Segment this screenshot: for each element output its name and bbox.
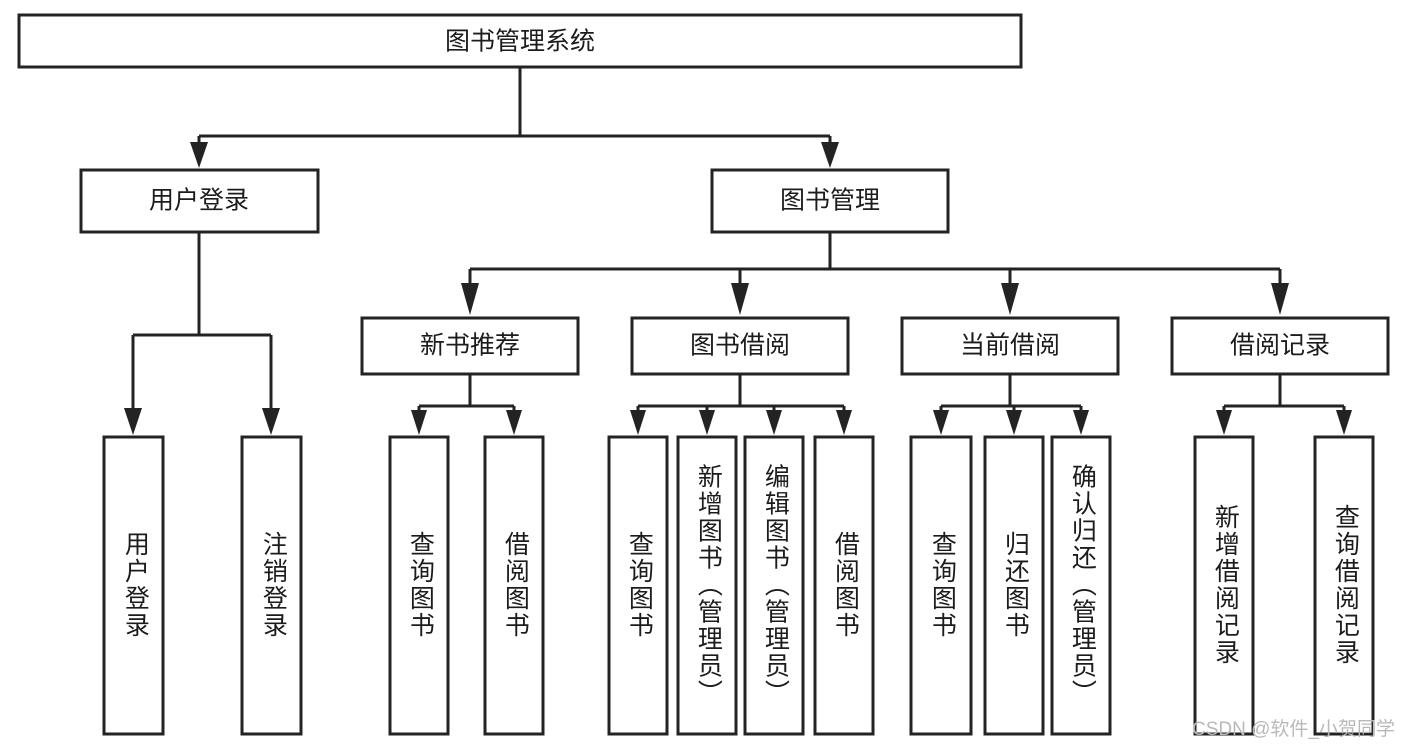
node-leaf-borrow-book-2[interactable]: 借阅图书 (813, 435, 875, 736)
node-leaf-add-record-box[interactable] (1193, 435, 1255, 736)
arrow-head-leaf-query-book-2 (630, 410, 646, 435)
node-book-borrow[interactable]: 图书借阅 (630, 316, 850, 376)
arrow-head-leaf-confirm-return (1073, 410, 1089, 435)
node-new-book-rec[interactable]: 新书推荐 (360, 316, 580, 376)
node-book-manage-box[interactable] (710, 168, 950, 234)
arrow-head-leaf-return-book (1006, 410, 1022, 435)
node-new-book-rec-box[interactable] (360, 316, 580, 376)
node-leaf-confirm-return[interactable]: 确认归还（管理员） (1050, 435, 1112, 736)
arrow-head-leaf-query-book-3 (933, 410, 949, 435)
connector-layer (124, 67, 1352, 435)
arrow-head-leaf-borrow-book-2 (836, 410, 852, 435)
arrow-head-leaf-add-book (699, 410, 715, 435)
node-leaf-add-book[interactable]: 新增图书（管理员） (676, 435, 738, 736)
arrow-head-leaf-user-login (124, 408, 142, 435)
node-leaf-query-book-2-box[interactable] (607, 435, 669, 736)
arrow-head-user-login (190, 142, 208, 168)
node-leaf-logout-label: 注销登录 (259, 531, 288, 639)
node-user-login-label: 用户登录 (149, 187, 249, 215)
node-root-box[interactable] (17, 13, 1023, 69)
arrow-head-new-book-rec (461, 283, 479, 315)
arrow-head-book-borrow (731, 283, 749, 315)
arrow-head-leaf-borrow-book-1 (506, 410, 522, 435)
node-book-borrow-label: 图书借阅 (690, 332, 790, 360)
arrow-head-leaf-logout (262, 408, 280, 435)
node-leaf-add-record[interactable]: 新增借阅记录 (1193, 435, 1255, 736)
node-leaf-borrow-book-2-label: 借阅图书 (831, 531, 860, 639)
arrow-head-leaf-add-record (1216, 410, 1232, 435)
node-borrow-record-box[interactable] (1170, 316, 1390, 376)
node-leaf-logout[interactable]: 注销登录 (240, 435, 303, 736)
node-book-borrow-box[interactable] (630, 316, 850, 376)
node-leaf-query-book-3-box[interactable] (909, 435, 973, 736)
node-book-manage[interactable]: 图书管理 (710, 168, 950, 234)
arrow-head-leaf-edit-book (766, 410, 782, 435)
node-borrow-record-label: 借阅记录 (1230, 332, 1330, 360)
node-root[interactable]: 图书管理系统 (17, 13, 1023, 69)
node-new-book-rec-label: 新书推荐 (420, 332, 520, 360)
node-leaf-query-book-3-label: 查询图书 (928, 531, 957, 639)
node-borrow-record[interactable]: 借阅记录 (1170, 316, 1390, 376)
node-current-borrow-label: 当前借阅 (960, 332, 1060, 360)
arrow-head-leaf-query-book-1 (411, 410, 427, 435)
node-leaf-logout-box[interactable] (240, 435, 303, 736)
node-leaf-borrow-book-1-label: 借阅图书 (501, 531, 530, 639)
node-book-manage-label: 图书管理 (780, 187, 880, 215)
node-leaf-query-book-2[interactable]: 查询图书 (607, 435, 669, 736)
node-leaf-return-book[interactable]: 归还图书 (983, 435, 1045, 736)
arrow-head-book-manage (821, 142, 839, 168)
node-leaf-user-login-label: 用户登录 (121, 531, 150, 639)
arrow-head-leaf-query-record (1336, 410, 1352, 435)
node-current-borrow-box[interactable] (900, 316, 1120, 376)
node-leaf-query-record[interactable]: 查询借阅记录 (1313, 435, 1375, 736)
node-leaf-add-book-box[interactable] (676, 435, 738, 736)
node-current-borrow[interactable]: 当前借阅 (900, 316, 1120, 376)
arrow-head-borrow-record (1271, 283, 1289, 315)
node-leaf-confirm-return-label: 确认归还（管理员） (1068, 464, 1097, 707)
node-leaf-add-book-label: 新增图书（管理员） (694, 464, 723, 707)
node-leaf-edit-book[interactable]: 编辑图书（管理员） (743, 435, 805, 736)
node-leaf-borrow-book-1-box[interactable] (483, 435, 545, 736)
node-leaf-return-book-label: 归还图书 (1001, 531, 1030, 639)
node-leaf-edit-book-box[interactable] (743, 435, 805, 736)
node-leaf-user-login[interactable]: 用户登录 (102, 435, 165, 736)
node-leaf-user-login-box[interactable] (102, 435, 165, 736)
node-leaf-query-book-2-label: 查询图书 (625, 531, 654, 639)
node-leaf-query-book-1-label: 查询图书 (406, 531, 435, 639)
node-leaf-query-book-3[interactable]: 查询图书 (909, 435, 973, 736)
node-leaf-return-book-box[interactable] (983, 435, 1045, 736)
node-leaf-borrow-book-1[interactable]: 借阅图书 (483, 435, 545, 736)
node-leaf-borrow-book-2-box[interactable] (813, 435, 875, 736)
node-leaf-query-book-1[interactable]: 查询图书 (388, 435, 450, 736)
node-user-login[interactable]: 用户登录 (79, 168, 320, 234)
node-leaf-confirm-return-box[interactable] (1050, 435, 1112, 736)
node-leaf-add-record-label: 新增借阅记录 (1211, 504, 1240, 666)
node-leaf-query-record-box[interactable] (1313, 435, 1375, 736)
node-leaf-edit-book-label: 编辑图书（管理员） (761, 464, 790, 707)
node-root-label: 图书管理系统 (445, 28, 595, 56)
node-leaf-query-book-1-box[interactable] (388, 435, 450, 736)
arrow-head-current-borrow (1001, 283, 1019, 315)
node-user-login-box[interactable] (79, 168, 320, 234)
node-leaf-query-record-label: 查询借阅记录 (1331, 504, 1360, 666)
